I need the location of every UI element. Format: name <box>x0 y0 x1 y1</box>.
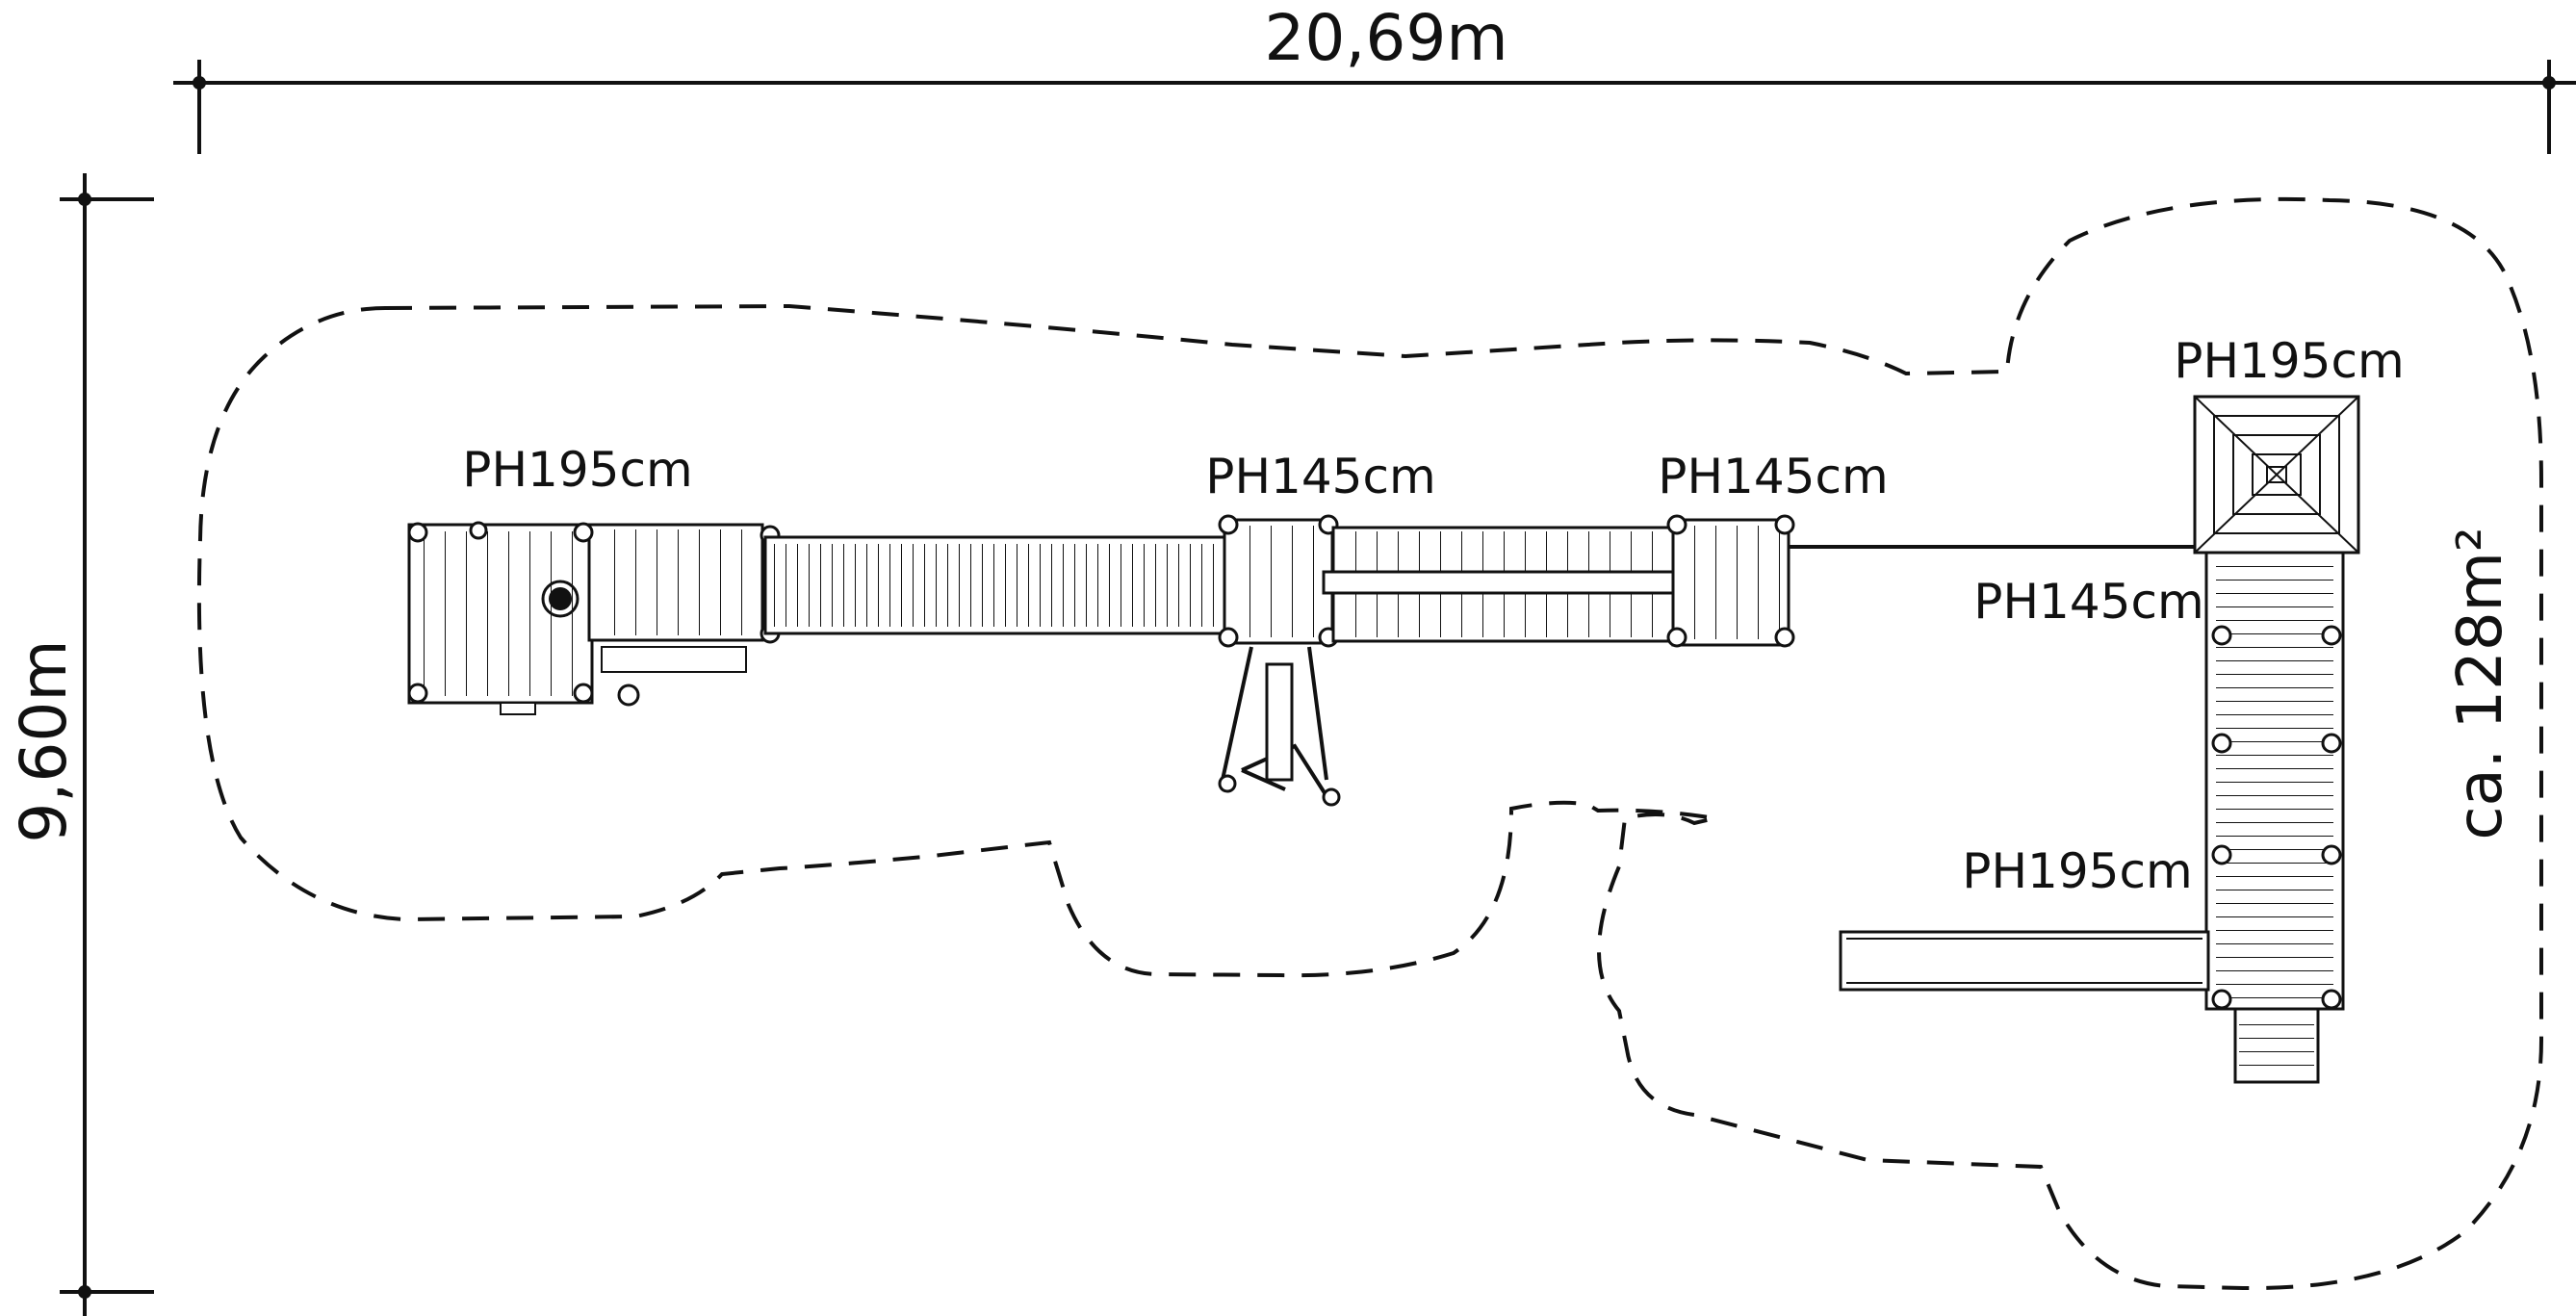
stairs <box>2233 1007 2320 1084</box>
width-dimension: 20,69m <box>173 1 2576 154</box>
platform-label-slide: PH195cm <box>1962 843 2192 899</box>
platform-label-right-walkway: PH145cm <box>1973 574 2203 630</box>
height-label: 9,60m <box>7 639 81 842</box>
platform-label-middle-b: PH145cm <box>1658 449 1888 504</box>
platform-label-left: PH195cm <box>462 442 692 498</box>
bridge-left <box>763 535 1229 635</box>
platform-middle-ph145-b <box>1666 514 1795 648</box>
platform-left-ph195 <box>407 521 781 715</box>
platform-right-roof-ph195 <box>2193 395 2360 555</box>
platform-label-middle-a: PH145cm <box>1205 449 1435 504</box>
width-label: 20,69m <box>1264 1 1507 75</box>
area-label: ca. 128m² <box>2445 527 2516 839</box>
platform-middle-ph145-a <box>1218 514 1341 807</box>
safety-area-outline <box>196 196 2543 1291</box>
platform-label-right-roof: PH195cm <box>2174 333 2404 389</box>
slide <box>1839 930 2210 992</box>
chain-bridge <box>1322 526 1687 643</box>
height-dimension: 9,60m <box>7 173 154 1316</box>
walkway-right <box>2204 551 2345 1011</box>
